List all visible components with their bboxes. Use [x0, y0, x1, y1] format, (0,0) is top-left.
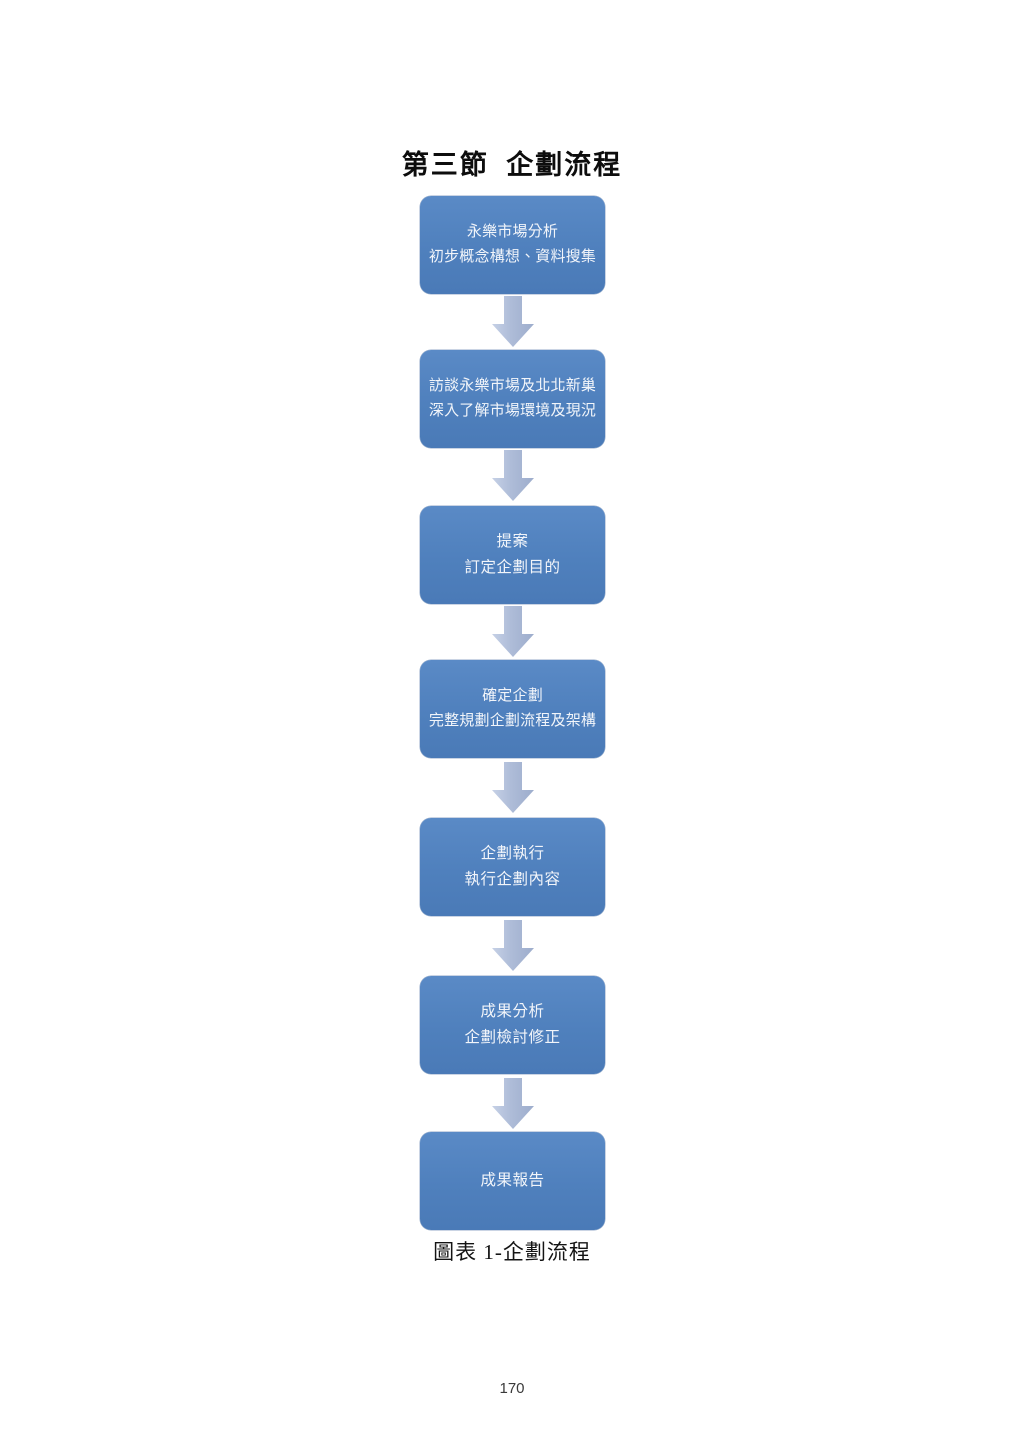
- flow-node-7-line-1: 成果報告: [480, 1172, 545, 1190]
- flow-node-1-line-2: 初步概念構想、資料搜集: [428, 249, 597, 265]
- flow-node-5[interactable]: 企劃執行 執行企劃內容: [420, 818, 605, 916]
- figure-caption: 圖表 1-企劃流程: [433, 1240, 591, 1264]
- flow-arrow-4: [491, 762, 535, 814]
- flow-node-5-line-1: 企劃執行: [480, 845, 545, 863]
- flow-node-4-line-2: 完整規劃企劃流程及架構: [428, 713, 597, 729]
- flow-node-4[interactable]: 確定企劃 完整規劃企劃流程及架構: [420, 660, 605, 758]
- flow-node-3-line-2: 訂定企劃目的: [464, 559, 561, 576]
- flow-node-3[interactable]: 提案 訂定企劃目的: [420, 506, 605, 604]
- flow-node-1-line-1: 永樂市場分析: [466, 224, 559, 241]
- flow-node-6[interactable]: 成果分析 企劃檢討修正: [420, 976, 605, 1074]
- flow-node-2-line-2: 深入了解市場環境及現況: [428, 403, 597, 419]
- flow-node-5-line-2: 執行企劃內容: [464, 871, 561, 888]
- flow-node-2[interactable]: 訪談永樂市場及北北新巢 深入了解市場環境及現況: [420, 350, 605, 448]
- page-number: 170: [499, 1380, 525, 1397]
- flow-node-3-line-1: 提案: [496, 533, 529, 551]
- page-title: 第三節 企劃流程: [401, 150, 623, 180]
- flow-node-2-line-1: 訪談永樂市場及北北新巢: [428, 378, 597, 395]
- flow-arrow-1: [491, 296, 535, 348]
- flow-node-6-line-1: 成果分析: [480, 1003, 545, 1021]
- flow-arrow-2: [491, 450, 535, 502]
- flow-arrow-5: [491, 920, 535, 972]
- flow-arrow-6: [491, 1078, 535, 1130]
- flow-node-6-line-2: 企劃檢討修正: [464, 1029, 561, 1046]
- flow-arrow-3: [491, 606, 535, 658]
- flow-node-7[interactable]: 成果報告: [420, 1132, 605, 1230]
- flow-node-4-line-1: 確定企劃: [482, 688, 543, 705]
- flow-node-1[interactable]: 永樂市場分析 初步概念構想、資料搜集: [420, 196, 605, 294]
